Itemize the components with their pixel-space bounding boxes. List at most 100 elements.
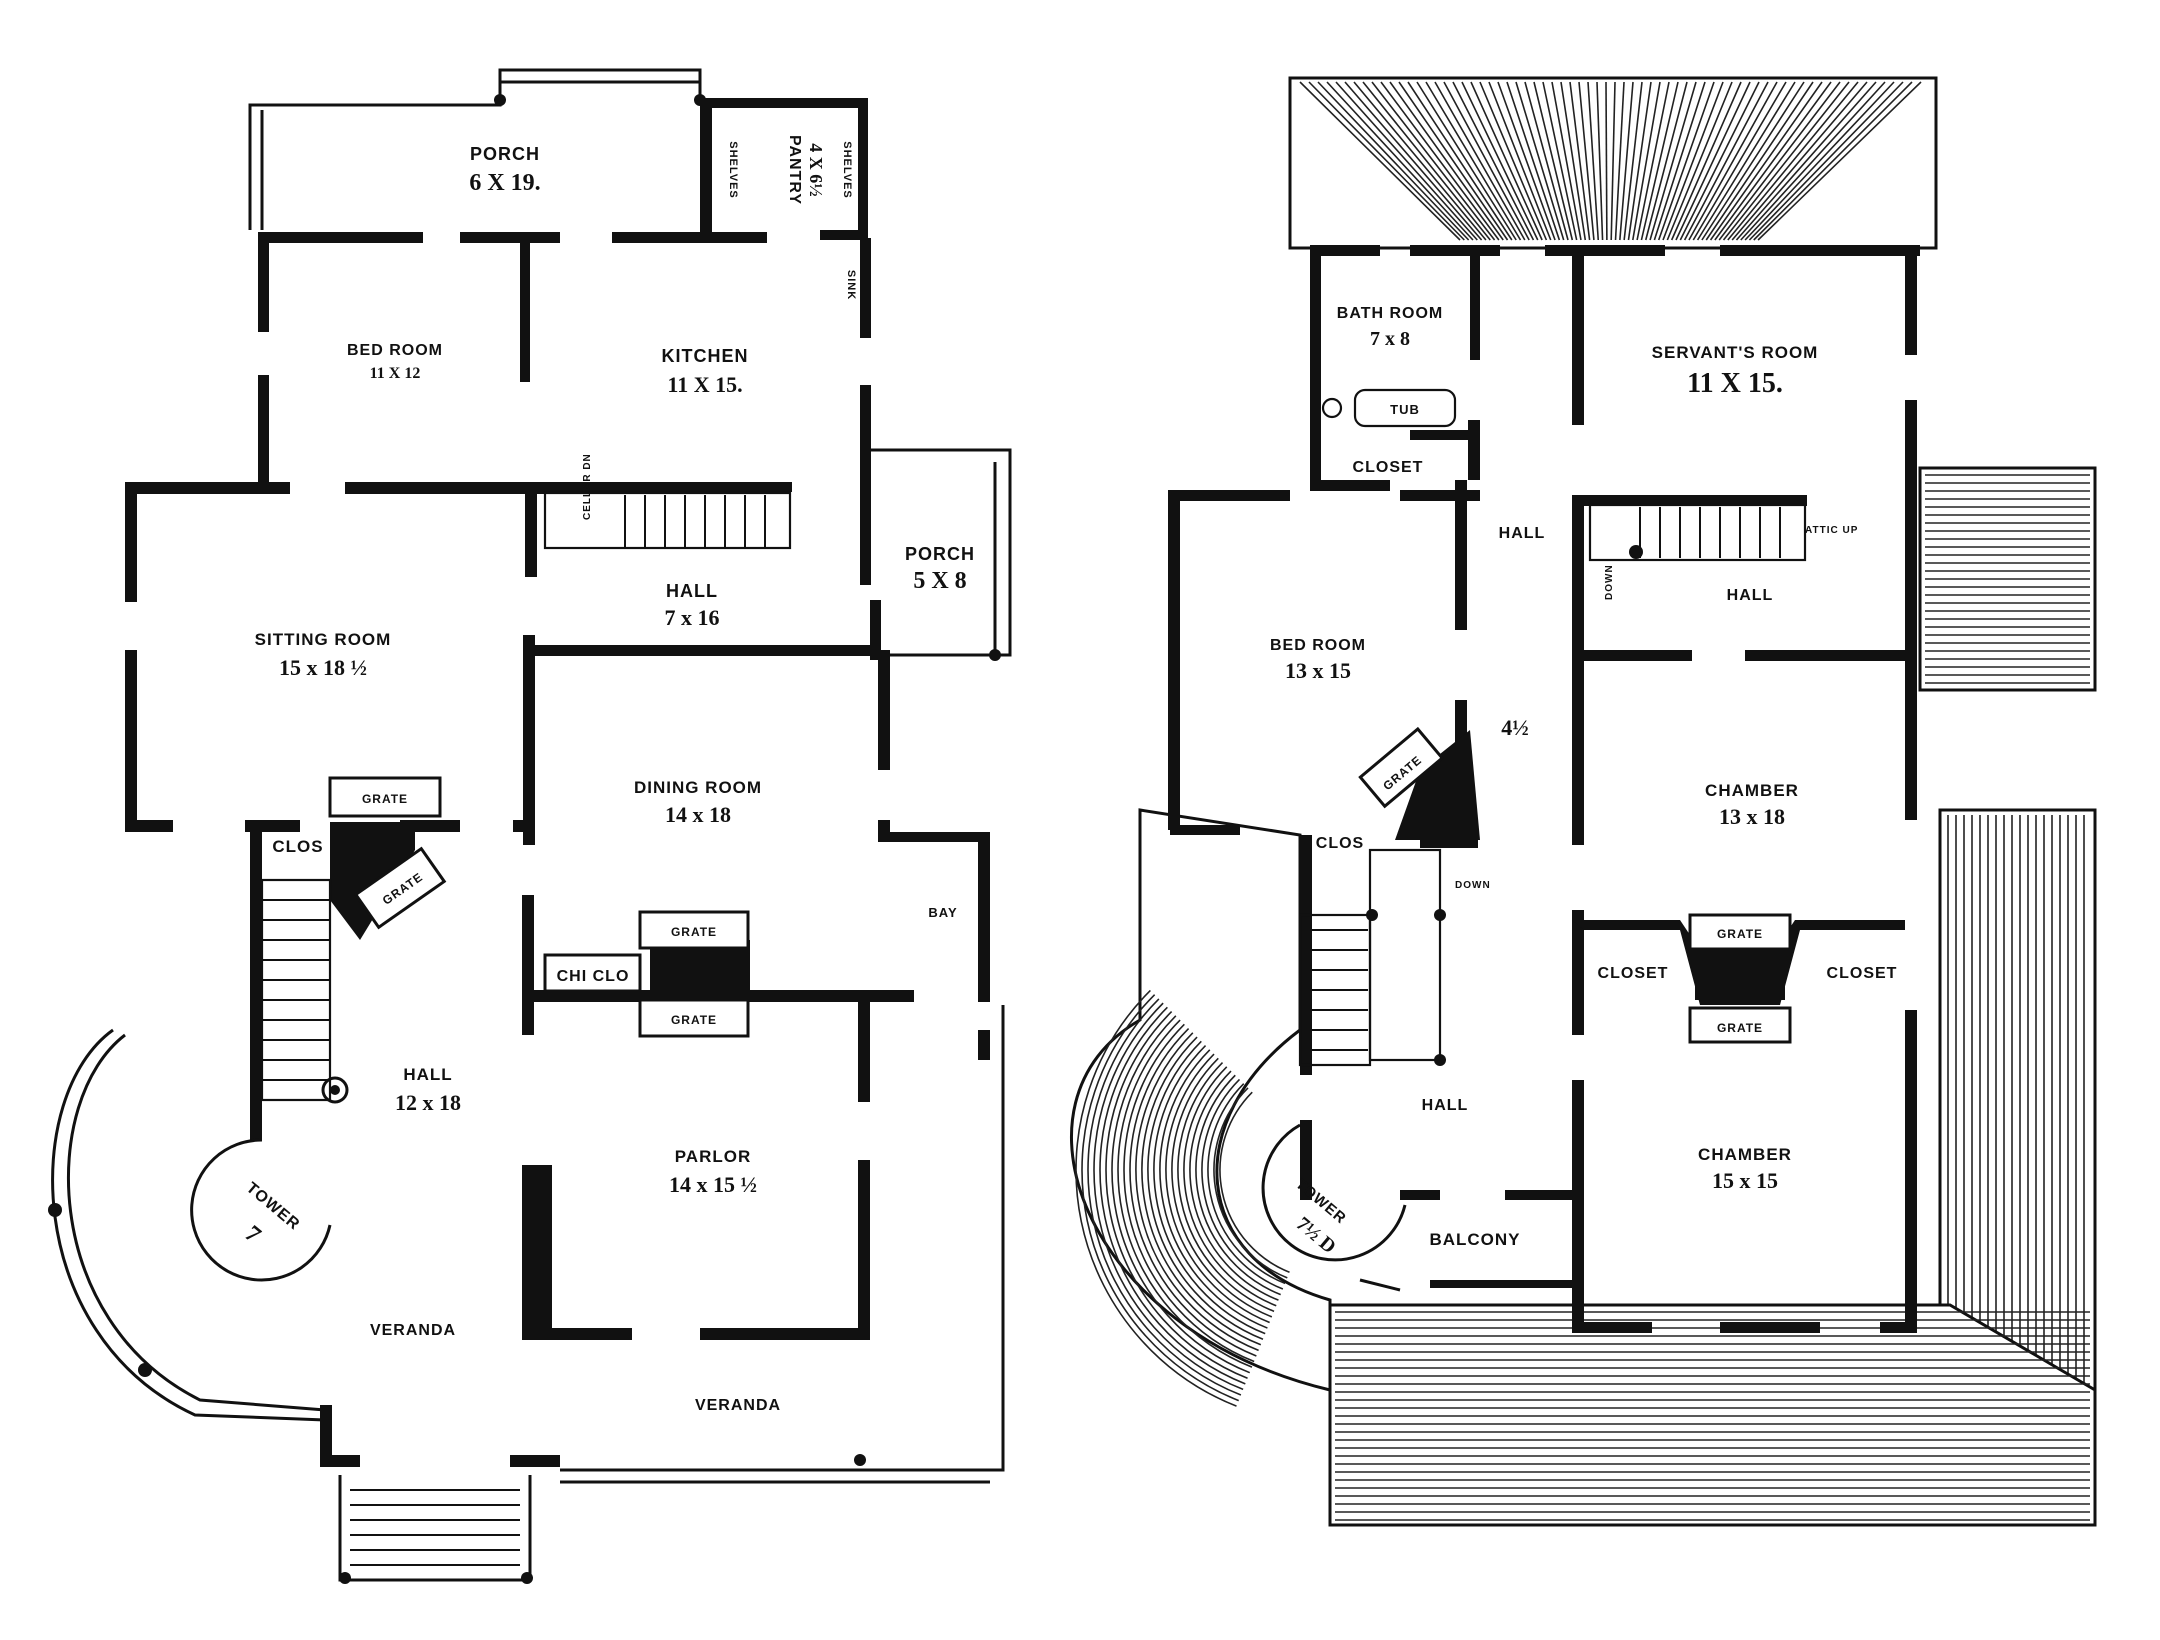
roof-hatch-line [1524,81,1569,241]
porch-side-dim: 5 X 8 [913,568,966,594]
roof-hatch-line [1753,81,1913,241]
balcony-label: BALCONY [1429,1230,1520,1249]
roof-hatch-line [1670,81,1742,241]
roof-hatch-line [1627,81,1652,241]
second-floor-tower [1261,1123,1407,1292]
roof-hatch-line [1551,81,1582,241]
roof-hatch-line [1515,81,1565,241]
roof-hatch-line [1709,81,1823,241]
shelves-right-label: SHELVES [841,141,853,199]
hall-main-label: HALL [403,1065,452,1084]
grate-parlor-label: GRATE [671,1013,717,1027]
roof-hatch-line [1640,81,1679,241]
roof-hatch-line [1434,81,1526,241]
roof-hatch-line [1362,81,1491,241]
chamber-front-dim: 15 x 15 [1712,1168,1778,1193]
roof-hatch-line [1479,81,1548,241]
attic-stair-label: ATTIC UP [1805,525,1858,536]
roof-hatch-line [1662,81,1724,241]
roof-hatch-line [1407,81,1513,241]
hall-main-2-label: HALL [1422,1097,1469,1114]
roof-hatch-arc [1111,1015,1251,1374]
veranda-front-label: VERANDA [695,1397,781,1414]
roof-hatch-line [1731,81,1868,241]
roof-hatch-arc [1141,1036,1262,1346]
roof-hatch-arc [1177,1061,1275,1313]
second-floor-stairs [1298,388,1807,1067]
roof-hatch-arc [1099,1006,1246,1385]
grate-lower-label: GRATE [1717,1021,1763,1035]
roof-hatch-line [1683,81,1769,241]
roof-hatch-arc [1117,1019,1253,1368]
roof-hatch-line [1542,81,1578,241]
roof-hatch-line [1757,81,1922,241]
parlor-dim: 14 x 15 ½ [669,1172,757,1197]
bath-room-label: BATH ROOM [1337,305,1443,322]
cellar-stair-label: CELLAR DN [582,453,593,520]
first-floor-chimneys [328,776,750,1038]
porch-rear-dim: 6 X 19. [469,170,540,196]
roof-hatch-line [1740,81,1886,241]
bay-label: BAY [928,905,957,920]
hall-rear-label-2: HALL [1727,587,1774,604]
roof-hatch-line [1718,81,1841,241]
hall-small-label: HALL [1499,525,1546,542]
roof-hatch-arc [1105,1011,1248,1380]
roof-hatch-line [1605,81,1608,241]
closet-bath-label: CLOSET [1353,459,1424,476]
roof-hatch-line [1705,81,1814,241]
roof-hatch-arc [1135,1032,1259,1352]
hall-rear-dim: 7 x 16 [665,605,720,630]
hall-main-dim: 12 x 18 [395,1090,461,1115]
roof-hatch-line [1701,81,1805,241]
second-floor-chimneys [1358,726,1905,1044]
roof-hatch-line [1632,81,1661,241]
roof-hatch-line [1666,81,1733,241]
second-floor-roofs [1070,76,2097,1527]
second-floor-plan: BATH ROOM 7 x 8 TUB SERVANT'S ROOM 11 X … [1070,76,2097,1527]
roof-hatch-arc [1171,1057,1273,1318]
bed-room-label: BED ROOM [347,342,443,359]
roof-hatch-line [1461,81,1539,241]
sink-label: SINK [845,270,857,300]
roof-hatch-line [1308,81,1465,241]
roof-hatch-arc [1093,1002,1244,1391]
roof-hatch-arc [1219,1091,1290,1274]
tub-label: TUB [1390,402,1420,417]
roof-hatch-line [1610,81,1616,241]
kitchen-dim: 11 X 15. [667,372,742,397]
bed-room-dim: 11 X 12 [370,365,421,382]
roof-hatch-line [1326,81,1474,241]
roof-hatch-line [1688,81,1778,241]
roof-hatch-line [1371,81,1496,241]
roof-hatch-line [1425,81,1522,241]
roof-hatch-arc [1123,1023,1255,1363]
roof-hatch-line [1380,81,1500,241]
porch-side-label: PORCH [905,544,975,564]
roof-hatch-line [1623,81,1643,241]
grate-sitting-label: GRATE [362,792,408,806]
roof-hatch-line [1735,81,1877,241]
roof-hatch-line [1389,81,1504,241]
roof-hatch-line [1596,81,1604,241]
roof-hatch-arc [1195,1074,1281,1296]
roof-hatch-line [1696,81,1796,241]
roof-hatch-line [1317,81,1470,241]
second-floor-walls [1168,245,1920,1333]
roof-hatch-arc [1087,998,1242,1396]
roof-hatch-arc [1153,1044,1266,1335]
roof-hatch-line [1619,81,1634,241]
roof-hatch-arc [1213,1087,1288,1279]
roof-hatch-line [1636,81,1670,241]
roof-hatch-line [1452,81,1535,241]
roof-hatch-line [1506,81,1561,241]
down-stair-label: DOWN [1604,564,1615,600]
roof-hatch-line [1344,81,1483,241]
rear-porch [248,68,862,235]
first-floor-stairs [260,491,792,1104]
first-floor-tower-veranda [48,1005,1005,1584]
roof-hatch-line [1744,81,1895,241]
roof-hatch-line [1443,81,1530,241]
roof-hatch-line [1470,81,1543,241]
